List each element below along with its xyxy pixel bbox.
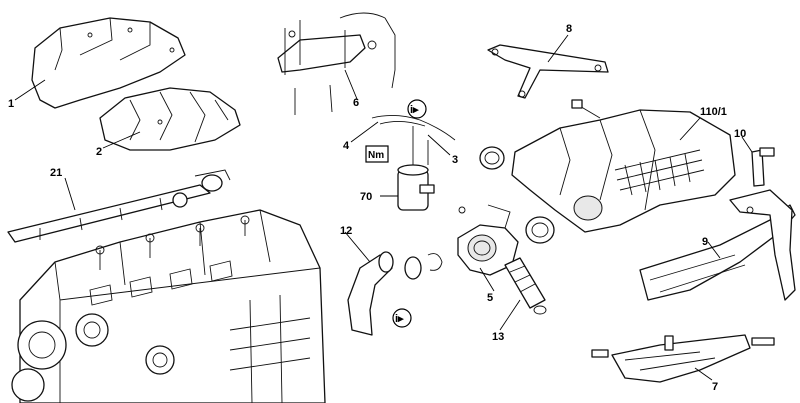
callout-2: 2 <box>96 146 102 158</box>
pipe-assembly-part-9 <box>639 189 796 301</box>
callout-3: 3 <box>452 154 458 166</box>
elbow-duct-part-12 <box>347 251 443 336</box>
engine-cover-part-1 <box>31 17 186 109</box>
reference-glyph-top: i▸ <box>410 104 419 116</box>
torque-spec-symbol: Nm <box>365 145 389 163</box>
support-bracket-part-8 <box>487 44 609 99</box>
torque-label: Nm <box>368 150 384 161</box>
intake-manifold-part-110-1 <box>479 99 736 244</box>
engine-block <box>11 209 326 403</box>
callout-9: 9 <box>702 236 708 248</box>
callout-70: 70 <box>360 191 372 203</box>
callout-10: 10 <box>734 128 746 140</box>
leader-lines <box>14 34 753 381</box>
sensor-cluster-part-70 <box>371 115 456 211</box>
reference-glyph-bottom: i▸ <box>395 313 404 325</box>
callout-6: 6 <box>353 97 359 109</box>
callout-110-1: 110/1 <box>700 106 727 118</box>
callout-5: 5 <box>487 292 493 304</box>
callout-1: 1 <box>8 98 14 110</box>
connector-hose-part-13 <box>504 257 547 315</box>
lower-bracket-part-7 <box>591 334 775 383</box>
callout-12: 12 <box>340 225 352 237</box>
fuel-rail-part-21 <box>7 169 231 243</box>
callout-labels: 1 2 3 4 5 6 7 8 9 10 12 13 21 70 110/1 <box>8 23 746 393</box>
callout-21: 21 <box>50 167 62 179</box>
callout-8: 8 <box>566 23 572 35</box>
reference-symbol-top: i▸ <box>407 99 427 119</box>
bolt-part-10 <box>751 147 775 187</box>
callout-7: 7 <box>712 381 718 393</box>
callout-4: 4 <box>343 140 350 152</box>
reference-symbol-bottom: i▸ <box>392 308 412 328</box>
bracket-assembly-part-6 <box>277 12 396 115</box>
callout-13: 13 <box>492 331 504 343</box>
